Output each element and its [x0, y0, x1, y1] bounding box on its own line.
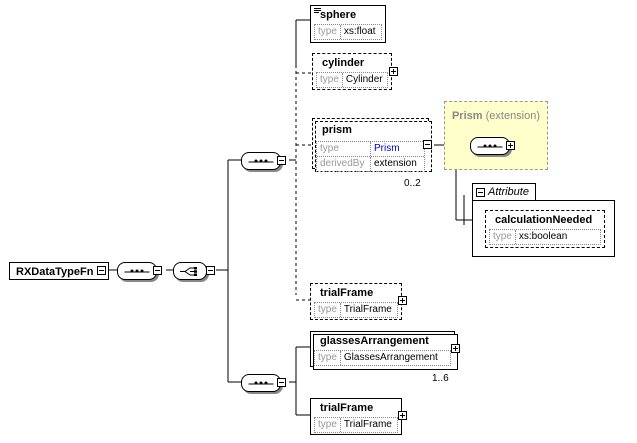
prop-value: GlassesArrangement [343, 352, 438, 363]
collapse-minus-icon[interactable] [476, 188, 485, 197]
sequence-icon [248, 381, 274, 385]
element-name: trialFrame [320, 402, 374, 414]
glassesarrangement-occurrence: 1..6 [432, 373, 449, 384]
collapse-minus-icon[interactable] [206, 266, 215, 275]
expand-plus-icon[interactable] [398, 411, 407, 420]
prism-extension-box[interactable]: Prism (extension) [444, 101, 548, 170]
sequence-compositor-lower[interactable] [241, 374, 281, 392]
prop-value: TrialFrame [343, 419, 392, 430]
element-name: glassesArrangement [320, 335, 429, 347]
root-element-name: RXDataTypeFn [16, 266, 94, 278]
collapse-minus-icon[interactable] [97, 266, 106, 275]
element-name: sphere [320, 9, 357, 21]
extension-name: Prism [451, 110, 483, 122]
prop-key: type [315, 418, 341, 432]
sequence-icon [477, 144, 503, 148]
choice-icon [180, 267, 202, 276]
prop-key: type [315, 303, 341, 317]
expand-plus-icon[interactable] [451, 344, 460, 353]
prop-value: xs:float [343, 26, 376, 37]
prop-value: extension [374, 158, 417, 169]
collapse-minus-icon[interactable] [277, 378, 286, 387]
element-name: prism [322, 124, 352, 136]
collapse-minus-icon[interactable] [277, 156, 286, 165]
prop-value: TrialFrame [343, 304, 392, 315]
extension-kind: (extension) [485, 110, 541, 122]
prop-key: type [490, 230, 516, 244]
choice-compositor[interactable] [173, 262, 207, 280]
sequence-icon [248, 159, 274, 163]
attribute-group-label: Attribute [488, 186, 529, 198]
attribute-group-tab[interactable]: Attribute [472, 183, 536, 201]
expand-plus-icon[interactable] [506, 141, 515, 150]
prop-key: type [317, 73, 343, 87]
expand-plus-icon[interactable] [398, 296, 407, 305]
element-name: trialFrame [320, 287, 374, 299]
sequence-icon [124, 269, 150, 273]
collapse-minus-icon[interactable] [153, 266, 162, 275]
documentation-icon [314, 8, 321, 14]
prop-value: xs:boolean [518, 231, 568, 242]
prop-value: Prism [374, 143, 400, 154]
prop-key: type [315, 25, 341, 39]
prism-occurrence: 0..2 [404, 178, 421, 189]
sequence-compositor-extension[interactable] [470, 137, 510, 155]
attribute-name: calculationNeeded [495, 214, 593, 226]
prop-key: type [317, 142, 371, 156]
extension-title: Prism (extension) [445, 110, 547, 122]
sequence-compositor-upper[interactable] [241, 152, 281, 170]
prop-key: type [315, 351, 341, 365]
prop-value: Cylinder [345, 74, 383, 85]
collapse-minus-icon[interactable] [423, 140, 432, 149]
prop-key: derivedBy [317, 157, 371, 171]
root-element-box[interactable]: RXDataTypeFn [9, 262, 109, 280]
sequence-compositor[interactable] [117, 262, 157, 280]
expand-plus-icon[interactable] [389, 67, 398, 76]
element-name: cylinder [322, 57, 365, 69]
